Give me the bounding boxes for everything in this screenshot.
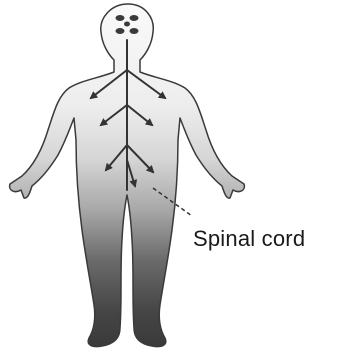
- brain-mark: [116, 28, 125, 34]
- brain-mark: [130, 28, 139, 34]
- brain-mark: [130, 15, 139, 21]
- spinal-cord-label: Spinal cord: [193, 226, 305, 252]
- brain-mark: [116, 15, 125, 21]
- brain-mark: [124, 22, 130, 27]
